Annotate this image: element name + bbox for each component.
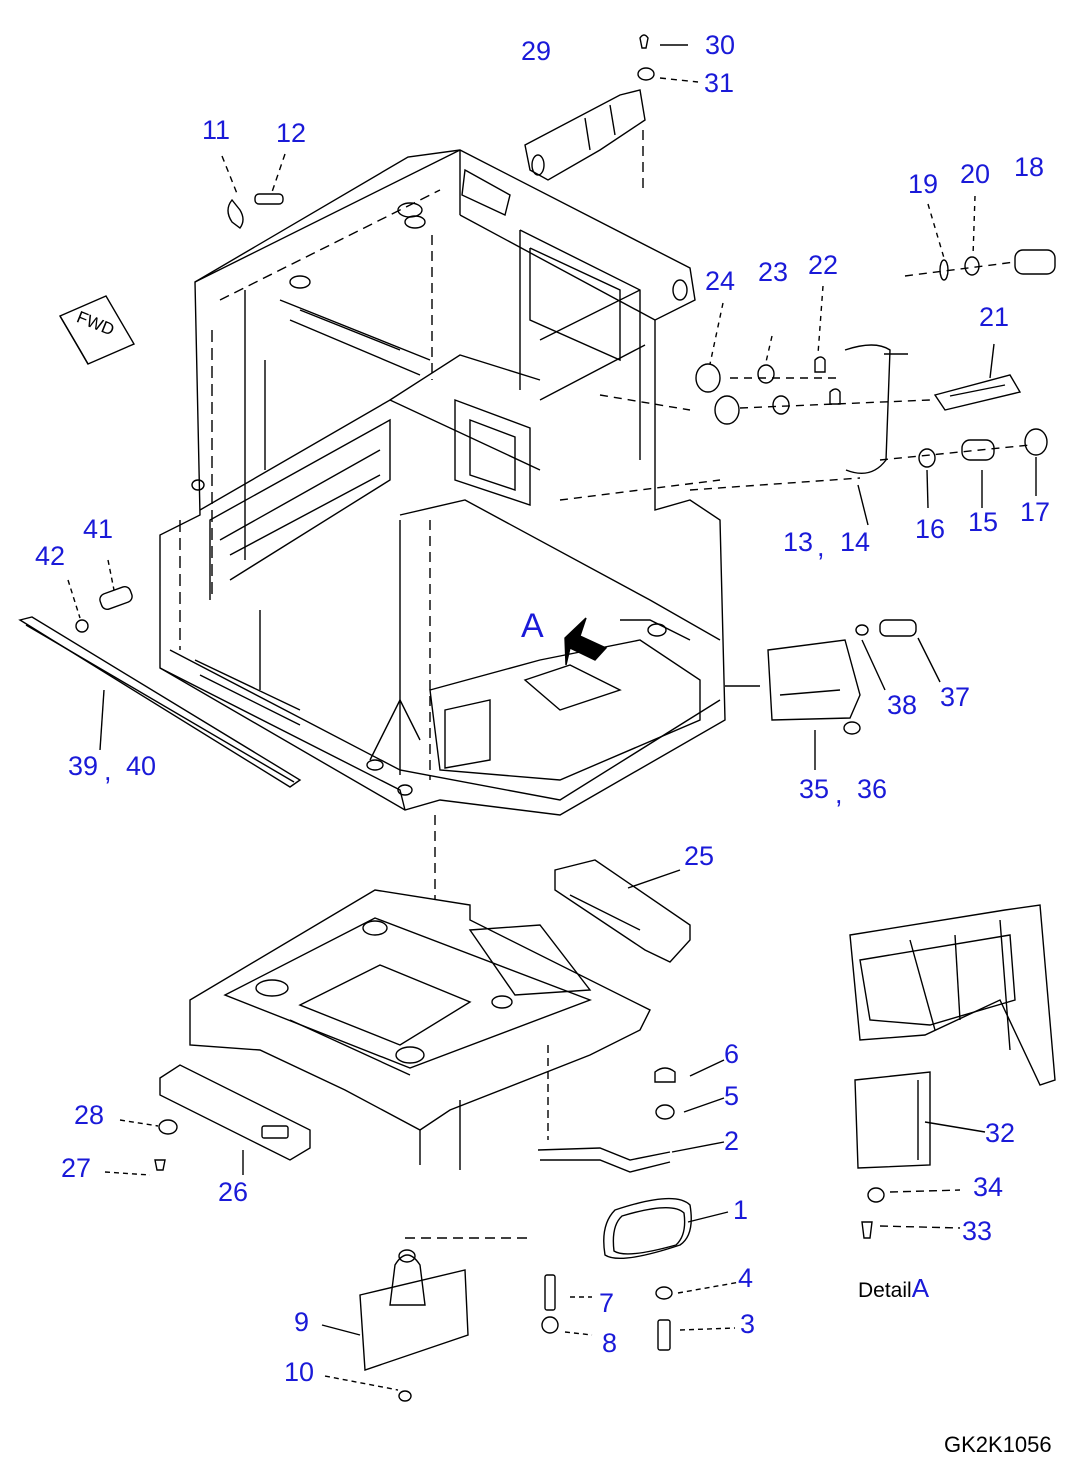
- pipe-2: [537, 1059, 725, 1173]
- callout-6: 6: [724, 1039, 740, 1069]
- callout-4: 4: [738, 1263, 754, 1293]
- callout-14: 14: [840, 527, 871, 557]
- separator: ,: [817, 532, 825, 562]
- cover-1: [541, 1197, 741, 1351]
- callout-9: 9: [294, 1307, 310, 1337]
- callout-2: 2: [724, 1126, 740, 1156]
- callout-18: 18: [1014, 152, 1045, 182]
- callout-26: 26: [218, 1177, 249, 1207]
- fwd-sign: [58, 295, 136, 365]
- callout-10: 10: [284, 1357, 315, 1387]
- callout-8: 8: [602, 1328, 618, 1358]
- callout-36: 36: [857, 774, 888, 804]
- cover-9: [321, 1237, 530, 1402]
- callout-37: 37: [940, 682, 971, 712]
- detail-a-assembly: [849, 904, 1056, 1239]
- callout-13: 13: [783, 527, 814, 557]
- callout-38: 38: [887, 690, 918, 720]
- callout-35: 35: [799, 774, 830, 804]
- detail-word: Detail: [858, 1279, 912, 1302]
- callout-40: 40: [126, 751, 157, 781]
- floor-plate: [189, 889, 651, 1170]
- callout-1: 1: [733, 1195, 749, 1225]
- cover-35-36: [725, 619, 941, 770]
- plate-26: [104, 1064, 311, 1176]
- callout-39: 39: [68, 751, 99, 781]
- callout-16: 16: [915, 514, 946, 544]
- callout-25: 25: [684, 841, 715, 871]
- mount-assembly: [689, 195, 1056, 526]
- detail-letter: A: [911, 1273, 930, 1303]
- callout-42: 42: [35, 541, 66, 571]
- callout-33: 33: [962, 1216, 993, 1246]
- cab-frame: [159, 149, 726, 900]
- callout-23: 23: [758, 257, 789, 287]
- callout-19: 19: [908, 169, 939, 199]
- callout-21: 21: [979, 302, 1010, 332]
- callout-5: 5: [724, 1081, 740, 1111]
- callout-20: 20: [960, 159, 991, 189]
- callout-27: 27: [61, 1153, 92, 1183]
- detail-a-label: DetailA: [858, 1275, 929, 1301]
- view-marker-a: A: [521, 607, 544, 645]
- callout-29: 29: [521, 36, 552, 66]
- cover-25: [554, 859, 691, 963]
- callout-41: 41: [83, 514, 114, 544]
- callout-30: 30: [705, 30, 736, 60]
- callout-15: 15: [968, 507, 999, 537]
- callout-17: 17: [1020, 497, 1051, 527]
- separator: ,: [104, 756, 112, 786]
- callout-24: 24: [705, 266, 736, 296]
- callout-28: 28: [74, 1100, 105, 1130]
- callout-22: 22: [808, 250, 839, 280]
- callout-31: 31: [704, 68, 735, 98]
- callout-32: 32: [985, 1118, 1016, 1148]
- callout-3: 3: [740, 1309, 756, 1339]
- view-arrow: [564, 617, 608, 666]
- hook-11-12: [221, 153, 286, 229]
- callout-34: 34: [973, 1172, 1004, 1202]
- bracket-29: [524, 34, 699, 190]
- callout-7: 7: [599, 1288, 615, 1318]
- rail-39-40: [18, 559, 302, 788]
- callout-11: 11: [202, 115, 231, 145]
- separator: ,: [835, 779, 843, 809]
- callout-12: 12: [276, 118, 307, 148]
- figure-code: GK2K1056: [944, 1432, 1052, 1457]
